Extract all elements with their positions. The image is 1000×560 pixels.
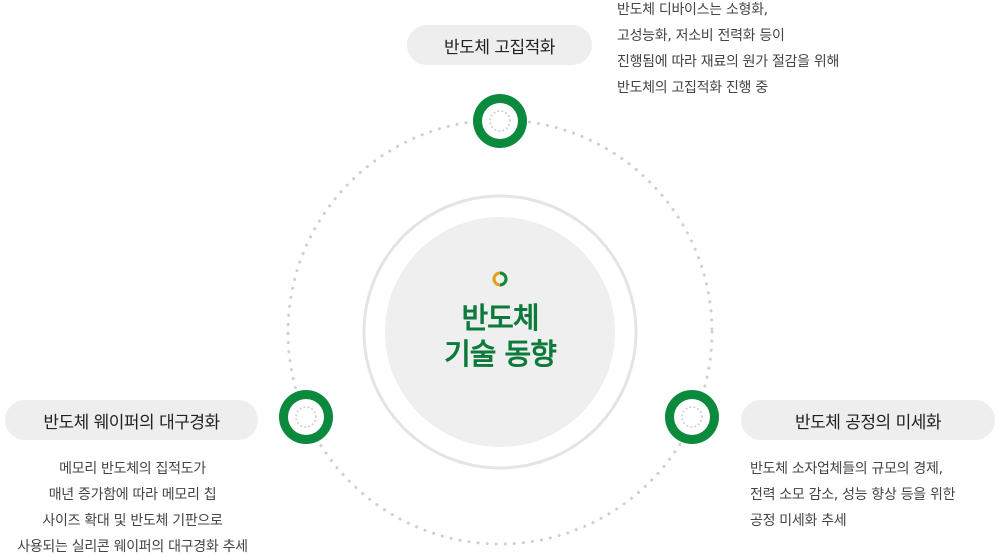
center-dot-icon-arc	[499, 271, 508, 287]
desc-line: 진행됨에 따라 재료의 원가 절감을 위해	[617, 54, 840, 70]
orbit-dotted-circle	[286, 118, 714, 546]
desc-line: 반도체 소자업체들의 규모의 경제,	[750, 461, 943, 477]
node-title-miniaturization: 반도체 공정의 미세화	[741, 400, 995, 440]
node-desc-wafer: 메모리 반도체의 집적도가 매년 증가함에 따라 메모리 칩 사이즈 확대 및 …	[0, 456, 265, 560]
node-ring-left	[279, 390, 333, 444]
center-disc	[385, 217, 615, 447]
center-title-line2: 기술 동향	[444, 337, 557, 371]
node-ring-top	[473, 94, 527, 148]
node-desc-miniaturization: 반도체 소자업체들의 규모의 경제, 전력 소모 감소, 성능 향상 등을 위한…	[750, 456, 955, 534]
node-desc-integration: 반도체 디바이스는 소형화, 고성능화, 저소비 전력화 등이 진행됨에 따라 …	[617, 0, 839, 101]
desc-line: 고성능화, 저소비 전력화 등이	[617, 28, 785, 44]
node-title-integration: 반도체 고집적화	[407, 25, 592, 65]
desc-line: 공정 미세화 추세	[750, 513, 847, 529]
desc-line: 반도체 디바이스는 소형화,	[617, 2, 768, 18]
node-title-wafer: 반도체 웨이퍼의 대구경화	[5, 400, 258, 440]
desc-line: 반도체의 고집적화 진행 중	[617, 80, 768, 96]
desc-line: 전력 소모 감소, 성능 향상 등을 위한	[750, 487, 956, 503]
center-title-line1: 반도체	[461, 301, 539, 335]
desc-line: 사이즈 확대 및 반도체 기판으로	[42, 513, 223, 529]
desc-line: 매년 증가함에 따라 메모리 칩	[48, 487, 217, 503]
node-ring-right	[665, 390, 719, 444]
desc-line: 메모리 반도체의 집적도가	[59, 461, 206, 477]
desc-line: 사용되는 실리콘 웨이퍼의 대구경화 추세	[17, 539, 248, 555]
center-title: 반도체 기술 동향	[400, 300, 600, 372]
